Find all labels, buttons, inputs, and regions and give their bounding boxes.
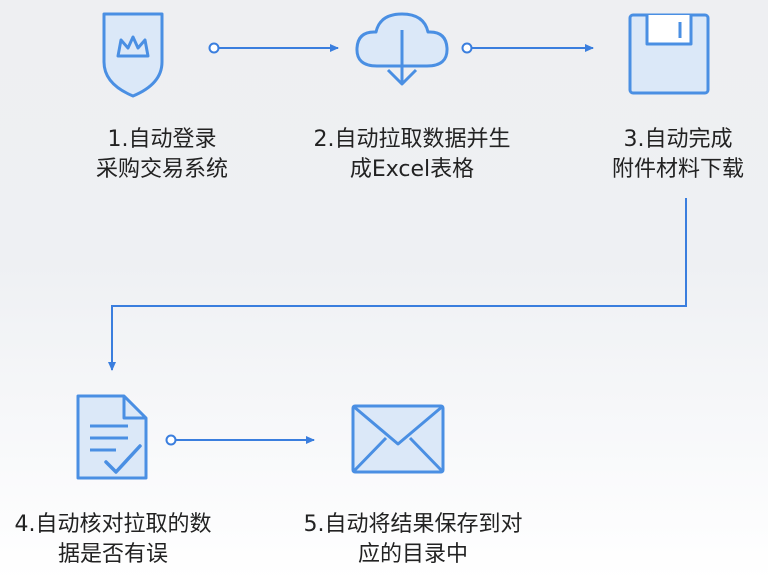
step-4-label-line-1: 4.自动核对拉取的数 xyxy=(14,512,212,537)
step-5-label: 5.自动将结果保存到对 应的目录中 xyxy=(282,510,544,570)
envelope-icon xyxy=(351,404,445,474)
cloud-download-icon xyxy=(355,12,449,86)
step-3-label-line-2: 附件材料下载 xyxy=(611,157,744,182)
step-1-label: 1.自动登录 采购交易系统 xyxy=(62,125,262,185)
step-2-label-line-1: 2.自动拉取数据并生 xyxy=(313,127,511,152)
connector-3-to-4 xyxy=(108,198,687,371)
step-1-label-line-1: 1.自动登录 xyxy=(107,127,217,152)
floppy-disk-icon xyxy=(628,13,710,95)
document-check-icon xyxy=(76,394,148,480)
step-2-label-line-2: 成Excel表格 xyxy=(349,157,475,182)
step-1-label-line-2: 采购交易系统 xyxy=(95,157,228,182)
step-5-label-line-2: 应的目录中 xyxy=(357,542,468,567)
step-4-label-line-2: 据是否有误 xyxy=(57,542,168,567)
shield-crown-icon xyxy=(102,12,164,98)
connector-2-to-3 xyxy=(461,42,594,54)
step-3-label-line-1: 3.自动完成 xyxy=(623,127,733,152)
connector-4-to-5 xyxy=(165,434,315,446)
step-2-label: 2.自动拉取数据并生 成Excel表格 xyxy=(292,125,532,185)
step-3-label: 3.自动完成 附件材料下载 xyxy=(588,125,768,185)
connector-1-to-2 xyxy=(208,42,339,54)
step-4-label: 4.自动核对拉取的数 据是否有误 xyxy=(0,510,226,570)
step-5-label-line-1: 5.自动将结果保存到对 xyxy=(303,512,523,537)
